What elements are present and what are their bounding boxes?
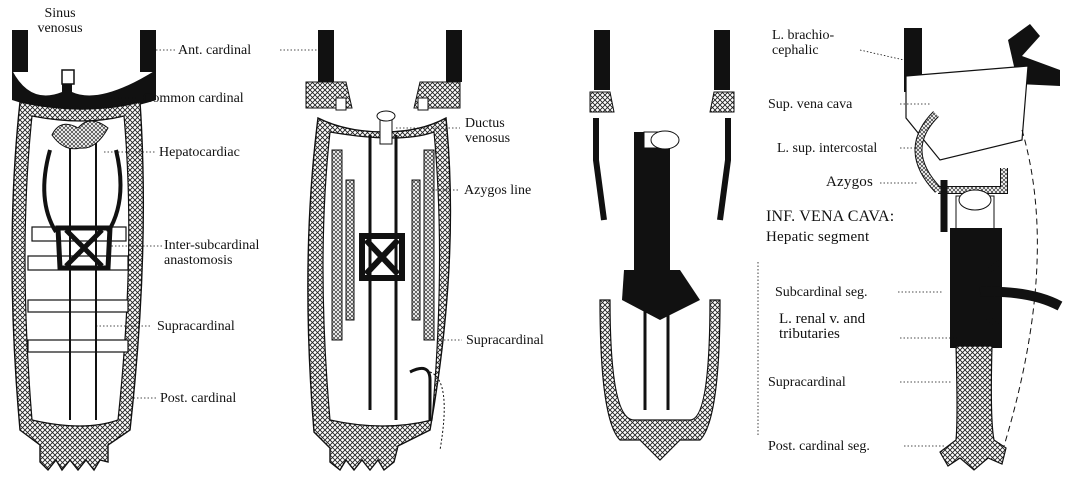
label-l-sup-intercostal: L. sup. intercostal [777,141,877,156]
label-inf-vena-cava: INF. VENA CAVA: [766,209,894,224]
label-ant-cardinal: Ant. cardinal [178,43,251,58]
label-post-cardinal: Post. cardinal [160,391,236,406]
label-supracardinal-1: Supracardinal [157,319,235,334]
label-supracardinal-3: Supracardinal [768,375,846,390]
label-post-cardinal-seg: Post. cardinal seg. [768,439,870,454]
ant-cardinal-left [12,30,28,72]
panel-1 [12,30,156,470]
label-sinus-venosus: Sinus venosus [30,6,90,36]
panel-2 [306,30,462,470]
label-azygos-line: Azygos line [464,183,531,198]
label-sup-vena-cava: Sup. vena cava [768,97,852,112]
panel-4 [904,24,1060,470]
label-hepatic-segment: Hepatic segment [766,230,869,245]
label-ductus-venosus: Ductus venosus [465,116,510,146]
panel-3 [590,30,734,460]
label-azygos: Azygos [826,175,873,190]
label-l-brachiocephalic: L. brachio- cephalic [772,28,834,58]
label-common-cardinal: Common cardinal [143,91,244,106]
label-l-renal: L. renal v. and tributaries [779,312,865,342]
label-supracardinal-2: Supracardinal [466,333,544,348]
label-hepatocardiac: Hepatocardiac [159,145,240,160]
label-subcardinal-seg: Subcardinal seg. [775,285,868,300]
ant-cardinal-right [140,30,156,72]
label-inter-subcardinal: Inter-subcardinal anastomosis [164,238,259,268]
